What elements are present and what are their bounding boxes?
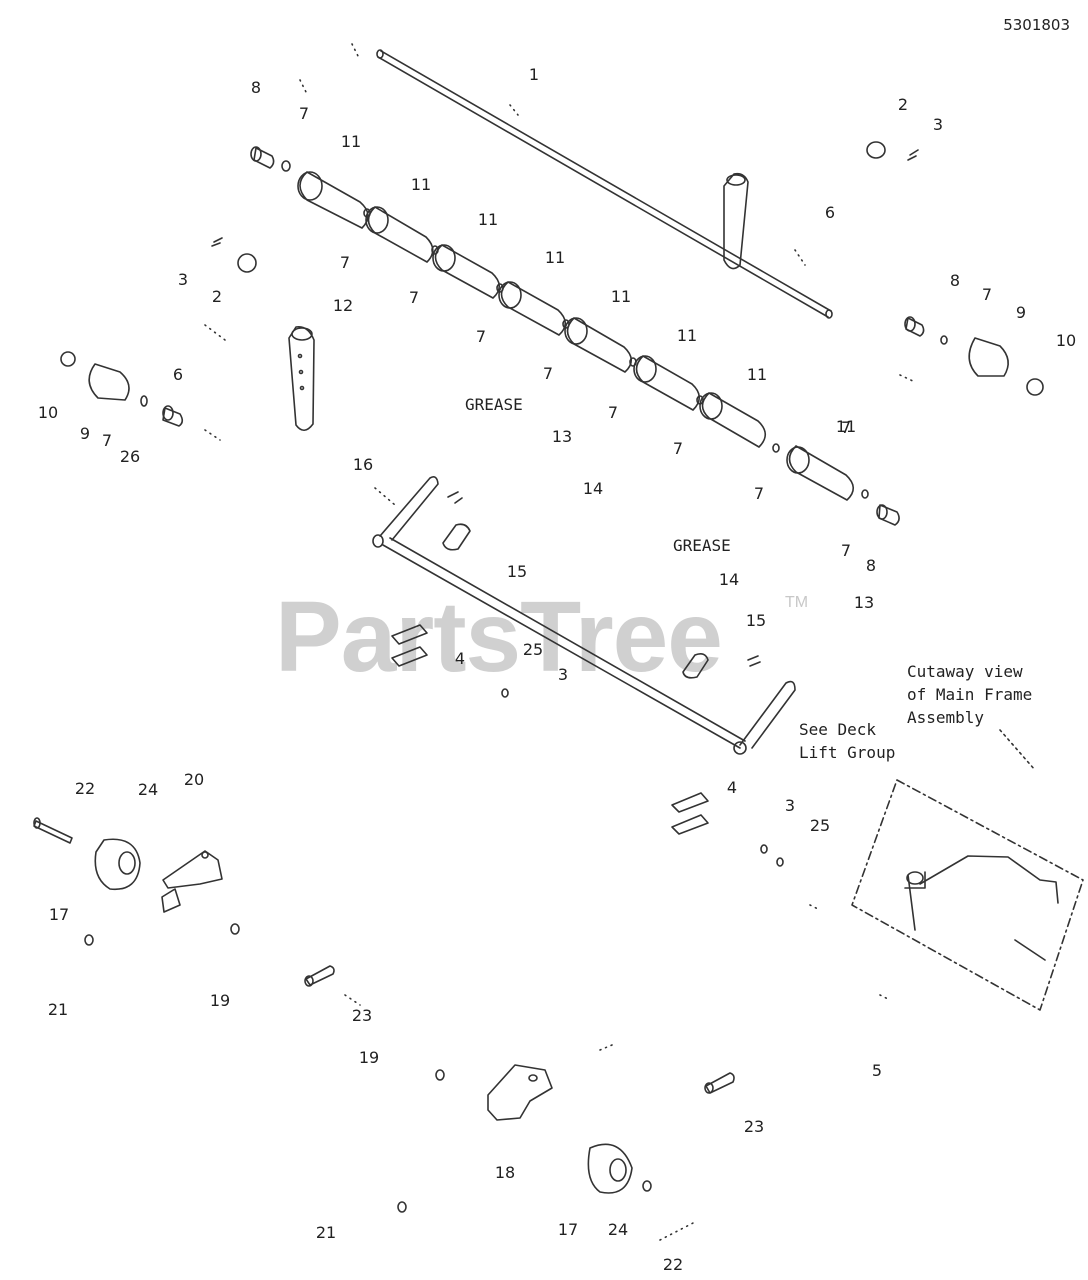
callout-label: 24 [607,1220,629,1239]
callout-label: 3 [177,270,189,289]
callout-label: 25 [809,816,831,835]
callout-label: 26 [119,447,141,466]
part-front-axle [372,476,796,755]
callout-label: 5 [871,1061,883,1080]
roller-7 [699,392,767,448]
callout-label: 17 [48,905,70,924]
callout-label: 2 [897,95,909,114]
callout-label: 15 [506,562,528,581]
callout-label: 4 [454,649,466,668]
see-deck-note-line-1: See Deck [799,720,877,739]
callout-label: 10 [37,403,59,422]
callout-label: 19 [358,1048,380,1067]
grease-note-1: GREASE [465,395,523,414]
roller-5 [564,317,633,373]
left-end-parts [60,237,257,427]
callout-label: 2 [211,287,223,306]
cutaway-caption-line-3: Assembly [907,708,985,727]
callout-label: 7 [475,327,487,346]
callout-label: 24 [137,780,159,799]
callout-label: 1 [528,65,540,84]
roller-row [250,146,900,526]
roller-6 [633,355,701,411]
callout-label: 8 [949,271,961,290]
callout-label: 7 [840,418,852,437]
callout-label: 17 [557,1220,579,1239]
callout-label: 11 [477,210,499,229]
callout-label: 23 [351,1006,373,1025]
callout-label: 3 [784,796,796,815]
diagram-number: 5301803 [1003,16,1070,34]
callout-label: 3 [557,665,569,684]
callout-label: 7 [607,403,619,422]
callout-label: 7 [339,253,351,272]
callout-label: 7 [981,285,993,304]
callout-label: 7 [408,288,420,307]
roller-2 [365,206,434,263]
watermark-trademark: TM [785,594,809,611]
right-end-parts [866,141,1044,396]
roller-1 [297,171,369,229]
callout-label: 7 [298,104,310,123]
callout-label: 11 [610,287,632,306]
part-plates [391,624,784,867]
callout-label: 21 [47,1000,69,1019]
callout-label: 10 [1055,331,1077,350]
callout-label: 8 [250,78,262,97]
callout-label: 4 [726,778,738,797]
callout-label: 20 [183,770,205,789]
callout-label: 19 [209,991,231,1010]
roller-4 [498,281,567,336]
callout-label: 21 [315,1223,337,1242]
callout-label: 23 [743,1117,765,1136]
callout-label: 12 [332,296,354,315]
part-arm-left [288,325,315,432]
cutaway-frame-view [851,729,1084,1011]
callout-label: 22 [662,1255,684,1274]
callout-label: 11 [340,132,362,151]
callout-label: 14 [582,479,604,498]
callout-label: 9 [79,424,91,443]
roller-3 [432,244,501,299]
leader-dots [204,43,916,1241]
callout-label: 22 [74,779,96,798]
callout-label: 7 [672,439,684,458]
callout-label: 9 [1015,303,1027,322]
callout-label: 13 [853,593,875,612]
part-axle-rod [376,49,833,319]
callout-label: 13 [551,427,573,446]
see-deck-note-line-2: Lift Group [799,743,896,762]
callout-label: 6 [172,365,184,384]
callout-label: 11 [410,175,432,194]
callout-label: 3 [932,115,944,134]
roller-8 [786,445,855,501]
part-arm-right [723,172,749,270]
callout-label: 11 [746,365,768,384]
callout-label: 7 [542,364,554,383]
callout-label: 11 [676,326,698,345]
callout-label: 14 [718,570,740,589]
cutaway-caption-line-1: Cutaway view [907,662,1023,681]
grease-note-2: GREASE [673,536,731,555]
callout-label: 25 [522,640,544,659]
callout-label: 7 [840,541,852,560]
callout-label: 15 [745,611,767,630]
left-caster-assembly [33,817,335,987]
callout-label: 7 [101,431,113,450]
callout-label: 6 [824,203,836,222]
cutaway-caption-line-2: of Main Frame [907,685,1033,704]
callout-label: 18 [494,1163,516,1182]
callout-label: 7 [753,484,765,503]
right-caster-assembly [397,1064,735,1213]
callout-label: 8 [865,556,877,575]
callout-label: 11 [544,248,566,267]
callout-label: 16 [352,455,374,474]
callout-label: 11 [835,417,857,436]
